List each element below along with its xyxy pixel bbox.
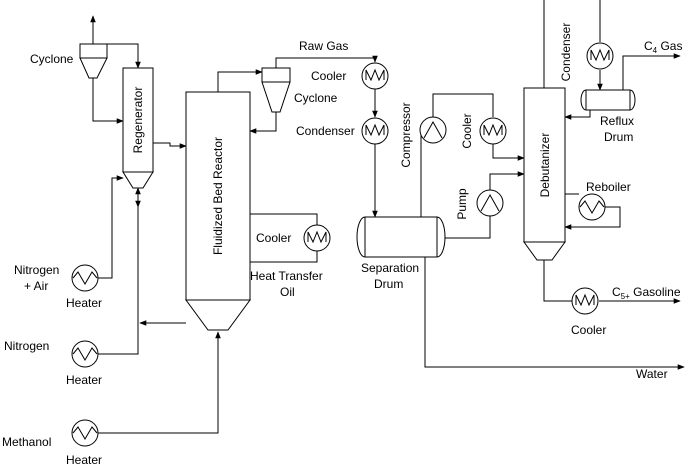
label-heater-3: Heater — [66, 453, 102, 467]
label-c5-gasoline: C5+ Gasoline — [612, 285, 681, 301]
fluidized-bed-reactor — [185, 91, 251, 331]
label-regenerator: Regenerator — [131, 87, 145, 154]
heater-1 — [71, 264, 99, 292]
reboiler — [578, 193, 606, 221]
label-cooler-hto: Cooler — [256, 231, 291, 245]
label-nitrogen-air-1: Nitrogen — [14, 263, 59, 277]
label-condenser-1: Condenser — [296, 124, 355, 138]
cooler-3 — [571, 287, 599, 315]
label-separation-drum-2: Drum — [374, 277, 403, 291]
label-pump: Pump — [455, 188, 469, 220]
cyclone-1 — [79, 43, 108, 79]
label-heater-1: Heater — [66, 296, 102, 310]
label-separation-drum-1: Separation — [361, 261, 419, 275]
condenser-2 — [586, 42, 614, 70]
pump — [476, 189, 504, 217]
label-raw-gas: Raw Gas — [299, 39, 348, 53]
label-heat-transfer-oil-2: Oil — [280, 285, 295, 299]
stream-lines — [90, 0, 685, 434]
regenerator — [122, 67, 154, 189]
label-fluidized-bed-reactor: Fluidized Bed Reactor — [211, 137, 225, 255]
cooler-2 — [479, 117, 507, 145]
label-methanol: Methanol — [2, 435, 51, 449]
label-reflux-drum-2: Drum — [604, 130, 633, 144]
label-water: Water — [636, 367, 668, 381]
label-nitrogen-air-2: + Air — [24, 279, 48, 293]
label-nitrogen: Nitrogen — [4, 339, 49, 353]
cyclone-2 — [261, 67, 291, 113]
label-heat-transfer-oil-1: Heat Transfer — [250, 269, 323, 283]
label-cyclone-1: Cyclone — [30, 52, 74, 66]
heater-2 — [71, 340, 99, 368]
label-c4-gas: C4 Gas — [644, 39, 682, 55]
label-cooler-3: Cooler — [571, 323, 606, 337]
label-reboiler: Reboiler — [586, 180, 631, 194]
separation-drum — [356, 216, 446, 258]
condenser-1 — [361, 117, 389, 145]
debutanizer — [523, 87, 566, 261]
label-heater-2: Heater — [66, 373, 102, 387]
label-condenser-2: Condenser — [559, 23, 573, 82]
label-compressor: Compressor — [399, 102, 413, 167]
label-cyclone-2: Cyclone — [294, 91, 338, 105]
label-cooler-2: Cooler — [460, 113, 474, 148]
heater-3 — [71, 419, 99, 447]
label-debutanizer: Debutanizer — [538, 133, 552, 198]
cooler-raw-gas — [361, 62, 389, 90]
reflux-drum — [580, 89, 636, 111]
label-reflux-drum-1: Reflux — [600, 114, 634, 128]
label-cooler-1: Cooler — [311, 69, 346, 83]
compressor — [419, 116, 447, 144]
cooler-heat-transfer-oil — [303, 224, 331, 252]
